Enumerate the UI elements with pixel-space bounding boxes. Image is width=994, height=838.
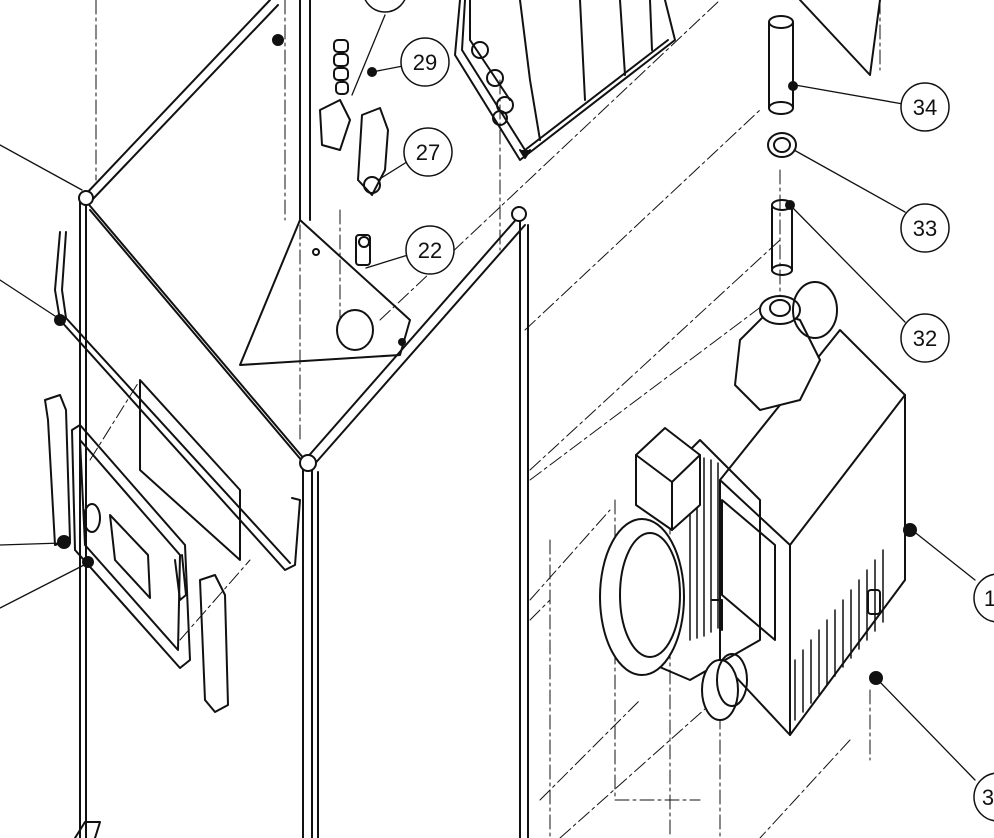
callout-34: 34 — [900, 82, 950, 132]
cabinet-housing — [74, 0, 529, 838]
control-panel — [57, 424, 191, 669]
callout-partial-right-3-label: 3 — [982, 785, 994, 810]
callout-29: 29 — [400, 37, 450, 87]
callout-circle-partial-top — [364, 0, 406, 13]
callout-33-label: 33 — [913, 216, 937, 241]
callout-27: 27 — [403, 127, 453, 177]
callout-27-label: 27 — [416, 140, 440, 165]
callout-22: 22 — [405, 225, 455, 275]
tube-parts — [767, 0, 881, 276]
callout-partial-right-3: 3 — [973, 772, 994, 822]
vacuum-pump — [599, 281, 917, 736]
electronics-box — [454, 0, 676, 161]
callout-33: 33 — [900, 203, 950, 253]
mounting-plate — [239, 219, 411, 366]
callout-22-label: 22 — [418, 238, 442, 263]
callout-32-label: 32 — [913, 326, 937, 351]
handle-rod — [54, 231, 301, 571]
callout-partial-right-1: 1 — [973, 573, 994, 623]
leader-lines — [0, 14, 976, 781]
callout-partial-right-1-label: 1 — [984, 586, 994, 611]
callout-29-label: 29 — [413, 50, 437, 75]
callout-32: 32 — [900, 313, 950, 363]
assembly-guide-lines — [89, 0, 881, 838]
side-brackets — [44, 379, 241, 713]
callout-34-label: 34 — [913, 95, 937, 120]
fitting-stack — [319, 39, 389, 266]
